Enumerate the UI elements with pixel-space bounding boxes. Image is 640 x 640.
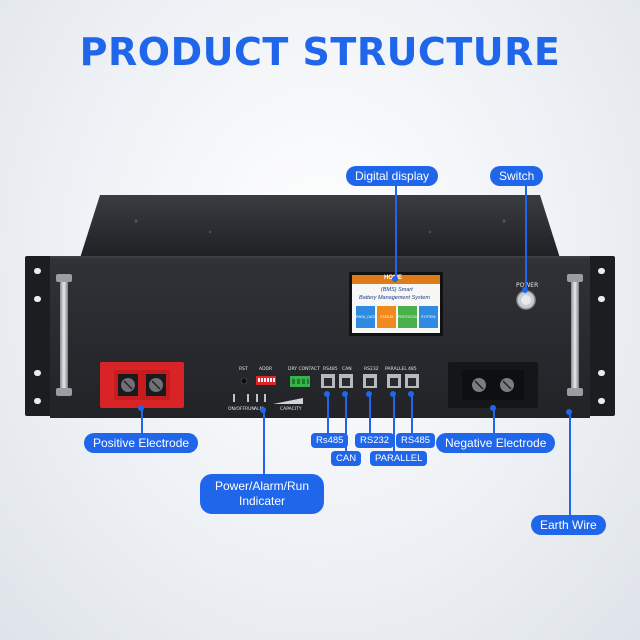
reset-button xyxy=(240,377,248,385)
leader-rs232-dot xyxy=(366,391,372,397)
digital-display xyxy=(349,272,443,336)
leader-rs485-right xyxy=(411,393,413,433)
leader-parallel xyxy=(393,393,395,451)
screen-tile-2: STATUS xyxy=(380,315,394,319)
leader-switch xyxy=(525,186,527,290)
leader-parallel-dot xyxy=(390,391,396,397)
leader-rs485-left xyxy=(327,393,329,433)
leader-display-dot xyxy=(392,276,398,282)
right-rack-ear xyxy=(588,256,615,416)
rs485-port-label: RS485 xyxy=(323,367,338,372)
screen-line-1: (BMS) Smart xyxy=(381,287,413,293)
leader-indicator-dot xyxy=(260,407,266,413)
chassis-top xyxy=(80,195,560,258)
alm-label: ALM xyxy=(254,407,264,412)
run-label: RUN xyxy=(245,407,255,412)
power-label: POWER xyxy=(516,282,539,289)
capacity-label: CAPACITY xyxy=(280,407,302,412)
page-title: PRODUCT STRUCTURE xyxy=(79,30,561,74)
leader-display xyxy=(395,186,397,279)
callout-rs485-left: Rs485 xyxy=(311,433,349,448)
rs232-port-label: RS232 xyxy=(364,367,379,372)
parallel-port-label: PARALLEL xyxy=(385,367,407,372)
callout-earth-wire: Earth Wire xyxy=(531,515,606,535)
dry-contact-label: DRY CONTACT xyxy=(288,367,320,372)
leader-rs485-right-dot xyxy=(408,391,414,397)
callout-parallel: PARALLEL xyxy=(370,451,428,466)
leader-switch-dot xyxy=(522,287,528,293)
screen-tile-1: PARA_DATA xyxy=(356,315,377,319)
leader-can xyxy=(345,393,347,451)
leader-can-dot xyxy=(342,391,348,397)
screen-tile-4: SYSTEM xyxy=(421,315,436,319)
capacity-ramp xyxy=(273,398,303,404)
callout-digital-display: Digital display xyxy=(346,166,439,186)
positive-terminal xyxy=(100,362,184,408)
callout-indicator: Power/Alarm/Run Indicater xyxy=(200,474,324,514)
callout-positive-electrode: Positive Electrode xyxy=(84,433,199,453)
callout-rs232: RS232 xyxy=(355,433,395,448)
callout-can: CAN xyxy=(331,451,362,466)
485-port-label: 485 xyxy=(408,367,417,372)
onoff-label: ON/OFF xyxy=(228,407,246,412)
leader-negative xyxy=(493,408,495,435)
leader-positive xyxy=(141,408,143,435)
left-rack-ear xyxy=(25,256,52,416)
leader-rs485-left-dot xyxy=(324,391,330,397)
callout-rs485-right: RS485 xyxy=(396,433,436,448)
callout-negative-electrode: Negative Electrode xyxy=(436,433,556,453)
leader-rs232 xyxy=(369,393,371,433)
screen-tile-3: PROTOCOL xyxy=(398,315,418,319)
right-handle xyxy=(571,276,579,394)
leader-negative-dot xyxy=(490,405,496,411)
left-handle xyxy=(60,276,68,394)
callout-switch: Switch xyxy=(490,166,544,186)
leader-earth-dot xyxy=(566,409,572,415)
addr-label: ADDR xyxy=(259,367,273,372)
leader-positive-dot xyxy=(138,405,144,411)
rst-label: RST xyxy=(239,367,248,372)
negative-terminal xyxy=(448,362,538,408)
can-port-label: CAN xyxy=(342,367,352,372)
leader-earth xyxy=(569,412,571,517)
leader-indicator xyxy=(263,410,265,476)
screen-line-2: Battery Management System xyxy=(359,295,430,301)
